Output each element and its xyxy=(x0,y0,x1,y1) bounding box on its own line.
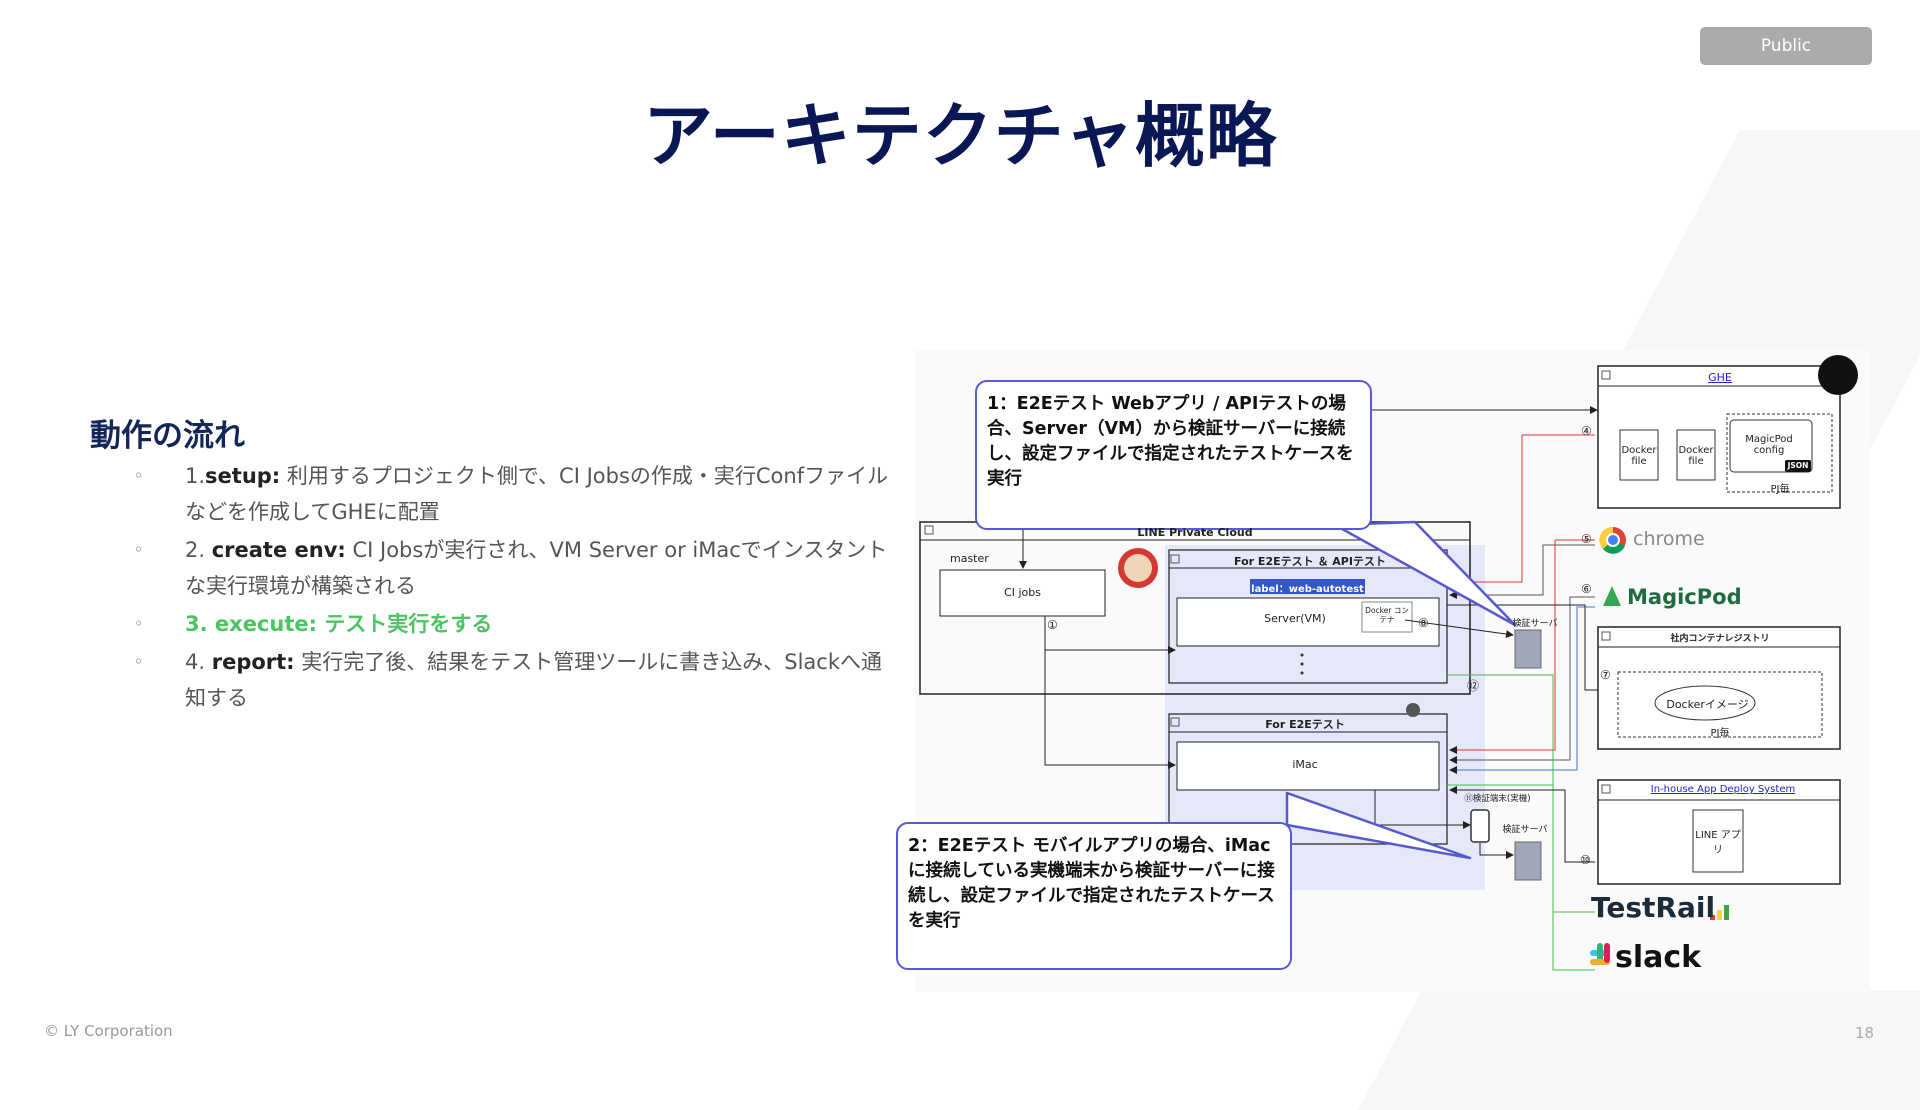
slack-label: slack xyxy=(1615,940,1702,975)
step-number: ⑧ xyxy=(1418,616,1429,630)
architecture-diagram: 1：E2Eテスト Webアプリ / APIテストの場合、Server（VM）から… xyxy=(896,350,1870,992)
server-vm-label: Server(VM) xyxy=(1264,612,1326,625)
deploy-system-link[interactable]: In-house App Deploy System xyxy=(1650,784,1796,795)
label-web-autotest: label：web-autotest xyxy=(1251,584,1364,595)
docker-container-label: Docker コンテナ xyxy=(1365,606,1409,624)
json-label: JSON xyxy=(1787,461,1809,470)
chrome-label: chrome xyxy=(1633,528,1705,550)
callout-web-api: 1：E2Eテスト Webアプリ / APIテストの場合、Server（VM）から… xyxy=(975,380,1372,530)
for-e2e-api-label: For E2Eテスト ＆ APIテスト xyxy=(1234,555,1386,568)
kensho-device-label: ⑪検証端末(実機) xyxy=(1464,794,1531,804)
list-item-highlighted: ◦ 3. execute: テスト実行をする xyxy=(134,612,493,636)
magicpod-config-label: MagicPod config xyxy=(1745,434,1793,456)
ghe-link[interactable]: GHE xyxy=(1708,371,1732,384)
callout-mobile: 2：E2Eテスト モバイルアプリの場合、iMacに接続している実機端末から検証サ… xyxy=(896,822,1292,970)
page-number: 18 xyxy=(1855,1024,1875,1042)
master-label: master xyxy=(950,552,989,565)
diagram-lines xyxy=(919,355,1858,971)
step-number: ④ xyxy=(1581,424,1592,438)
list-item: ◦ 1.setup: 利用するプロジェクト側で、CI Jobsの作成・実行Con… xyxy=(134,464,889,524)
testrail-label: TestRail xyxy=(1591,891,1716,924)
imac-label: iMac xyxy=(1292,758,1318,771)
copyright: © LY Corporation xyxy=(44,1022,173,1040)
for-e2e-label: For E2Eテスト xyxy=(1265,718,1345,731)
docker-image-label: Dockerイメージ xyxy=(1666,698,1749,711)
pj-each-label-1: PJ毎 xyxy=(1770,484,1790,495)
step-number: ⑫ xyxy=(1467,679,1480,693)
kensho-server-label-2: 検証サーバ xyxy=(1502,825,1548,835)
step-number: ⑩ xyxy=(1580,853,1591,867)
docker-file-label-2: Docker file xyxy=(1678,445,1714,467)
list-item: ◦ 2. create env: CI Jobsが実行され、VM Server … xyxy=(134,538,888,598)
step-number: ① xyxy=(1047,618,1058,632)
public-badge: Public xyxy=(1700,27,1872,65)
list-item: ◦ 4. report: 実行完了後、結果をテスト管理ツールに書き込み、Slac… xyxy=(134,650,882,710)
ci-jobs-label: CI jobs xyxy=(1004,586,1041,599)
slide-title: アーキテクチャ概略 xyxy=(642,95,1278,177)
pj-each-label-2: PJ毎 xyxy=(1710,728,1730,739)
magicpod-label: MagicPod xyxy=(1627,585,1742,609)
step-number: ⑥ xyxy=(1581,582,1592,596)
line-app-label: LINE アプリ xyxy=(1695,830,1741,856)
docker-file-label-1: Docker file xyxy=(1621,445,1657,467)
step-number: ⑤ xyxy=(1581,532,1592,546)
registry-label: 社内コンテナレジストリ xyxy=(1670,634,1770,644)
step-number: ⑦ xyxy=(1600,668,1611,682)
line-private-cloud-label: LINE Private Cloud xyxy=(1137,526,1253,539)
flow-list: ◦ 1.setup: 利用するプロジェクト側で、CI Jobsの作成・実行Con… xyxy=(130,458,890,716)
flow-heading: 動作の流れ xyxy=(90,418,245,454)
background-shape xyxy=(1358,990,1920,1110)
kensho-server-label-1: 検証サーバ xyxy=(1512,619,1558,629)
